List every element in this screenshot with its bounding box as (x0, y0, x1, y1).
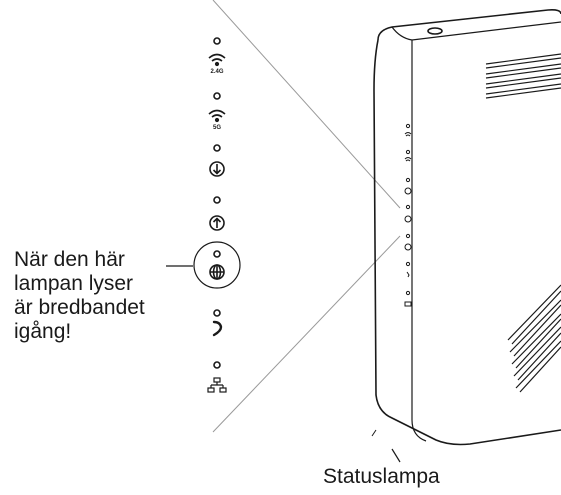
caption-statuslampa: Statuslampa (323, 465, 440, 488)
callout-line: När den här (14, 248, 125, 271)
led-dot-phone (213, 309, 221, 317)
led-dot-upload (213, 196, 221, 204)
router-device (371, 9, 561, 446)
wifi-5-label: 5G (213, 125, 221, 131)
callout-line: igång! (14, 320, 72, 343)
globe-icon (209, 264, 225, 280)
router-vents-top (485, 53, 561, 99)
indicator-column (193, 37, 241, 393)
led-dot-download (213, 144, 221, 152)
phone-icon (212, 320, 223, 337)
zoom-line-top (212, 0, 401, 209)
wifi-24-label: 2.4G (210, 69, 223, 75)
callout-line: är bredbandet (14, 296, 145, 319)
wifi-24-icon (208, 53, 226, 67)
zoom-line-bottom (212, 235, 401, 433)
caption-leader (391, 448, 401, 463)
wifi-5-icon (208, 109, 226, 123)
highlight-circle (193, 241, 241, 289)
callout-line: lampan lyser (14, 272, 134, 295)
led-dot-ethernet (213, 361, 221, 369)
arrow-up-circle-icon (209, 215, 225, 231)
network-icon (207, 377, 227, 393)
led-dot-wifi-24 (213, 37, 221, 45)
led-dot-internet (213, 250, 221, 258)
router-led-panel (404, 123, 412, 307)
router-vents-bottom (507, 284, 561, 393)
arrow-down-circle-icon (209, 161, 225, 177)
callout-text: När den här lampan lyser är bredbandet i… (14, 248, 145, 344)
led-dot-wifi-5 (213, 92, 221, 100)
